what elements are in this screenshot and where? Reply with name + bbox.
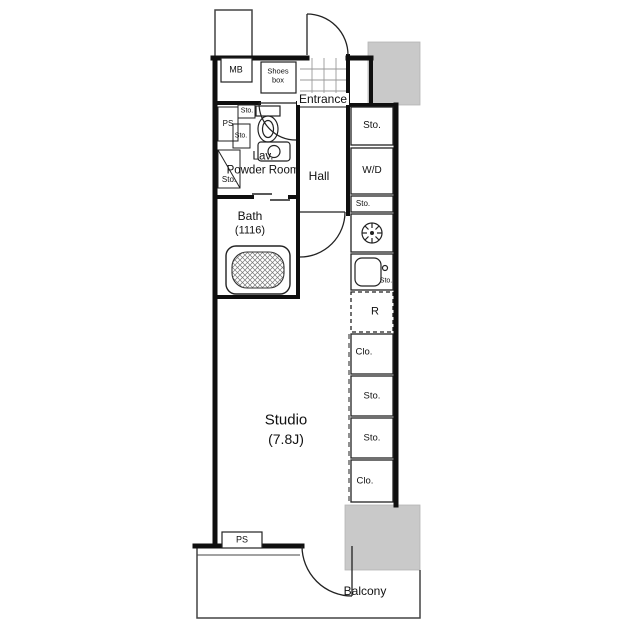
pipe-space-bottom — [221, 531, 263, 549]
label-lav-line1: Lav. — [252, 150, 274, 163]
washer-dryer-box — [350, 147, 394, 195]
label-studio-line1: Studio — [264, 411, 308, 429]
label-sto-toilet-top: Sto. — [240, 107, 254, 115]
label-sto-entry-column: Sto. — [363, 120, 381, 131]
lav-storage-boxes — [217, 104, 256, 189]
stove-burner-icon — [361, 222, 383, 244]
wash-basin — [257, 141, 291, 162]
kitchen-sink — [354, 257, 389, 287]
label-bath-line1: Bath — [237, 209, 263, 223]
closet-lower-box — [350, 459, 394, 503]
label-lav-line2: Powder Room — [226, 164, 300, 177]
label-hall: Hall — [308, 169, 330, 183]
entrance-door-swing — [306, 13, 349, 56]
label-ps-lavatory: PS — [222, 119, 234, 128]
storage-box-small — [350, 195, 394, 213]
label-studio-line2: (7.8J) — [268, 431, 304, 447]
label-shoes-box-line2: box — [271, 75, 285, 85]
label-sto-column-a: Sto. — [363, 390, 381, 402]
label-sto-sink-side: Sto. — [379, 277, 393, 285]
label-balcony: Balcony — [343, 584, 387, 598]
sink-counter — [350, 253, 394, 291]
label-washer-dryer: W/D — [362, 165, 382, 176]
label-sto-toilet-left: Sto. — [234, 132, 248, 140]
label-mb: MB — [229, 64, 243, 75]
meter-box — [220, 57, 253, 83]
corridor-void-outline — [214, 9, 253, 58]
label-shoes-box-line1: Shoes — [267, 66, 289, 76]
building-core-blocks — [344, 41, 421, 571]
closet-upper-box — [350, 333, 394, 375]
label-closet-upper: Clo. — [355, 346, 373, 358]
label-entrance: Entrance — [296, 92, 350, 106]
storage-column — [350, 106, 394, 503]
balcony-door-swing — [301, 545, 353, 597]
shoes-box — [260, 61, 297, 94]
label-bath-line2: (1116) — [234, 224, 266, 237]
refrigerator-box — [350, 291, 394, 333]
label-sto-below-wd: Sto. — [355, 199, 371, 208]
storage-box-b — [350, 417, 394, 459]
bathtub — [225, 245, 291, 295]
label-ps-bottom: PS — [235, 534, 249, 545]
bath-sliding-door — [252, 193, 290, 201]
storage-box-top — [350, 106, 394, 146]
storage-box-a — [350, 375, 394, 417]
hall-door-swing — [299, 211, 346, 258]
lavatory-door-swing — [258, 102, 297, 141]
label-refrigerator: R — [371, 305, 379, 318]
label-sto-lav-left: Sto. — [221, 175, 237, 184]
balcony-outline — [196, 548, 421, 619]
label-sto-column-b: Sto. — [363, 432, 381, 444]
label-closet-lower: Clo. — [356, 475, 374, 487]
